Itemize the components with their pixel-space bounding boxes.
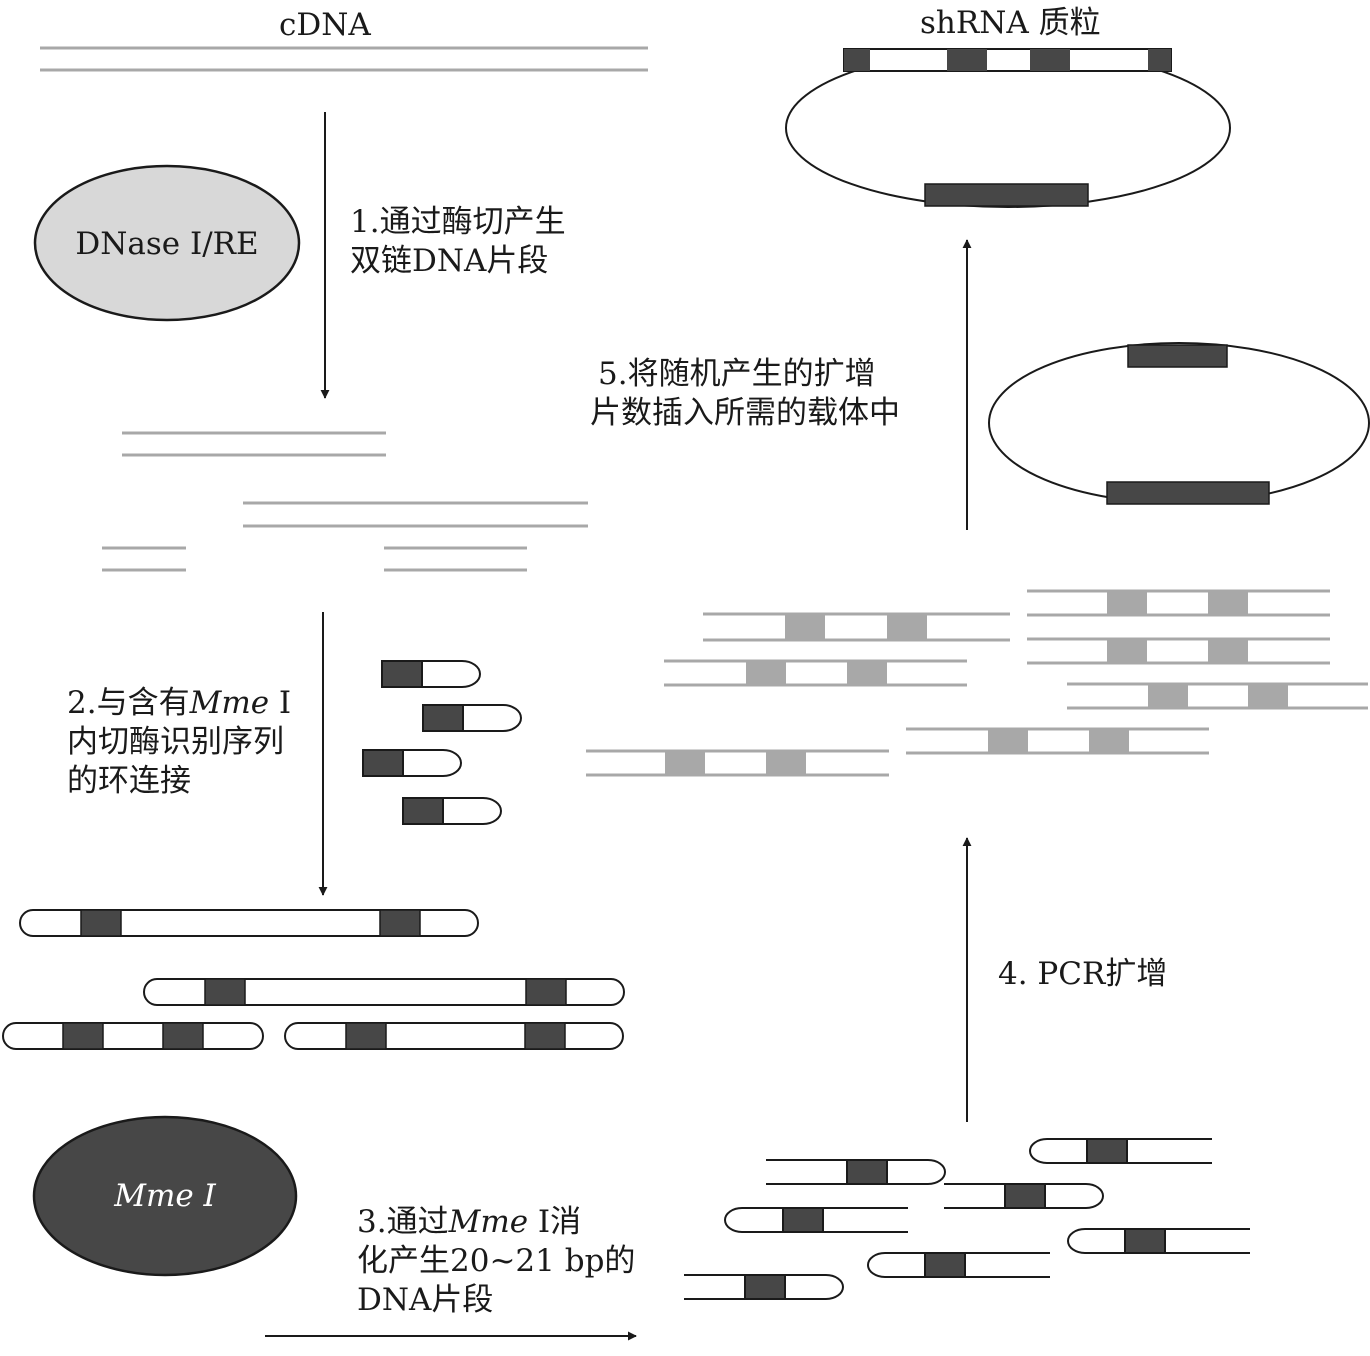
digested-fragment: [944, 1183, 1104, 1209]
pcr-product: [703, 612, 1010, 642]
step4-label: 4. PCR扩增: [998, 956, 1168, 992]
loop-adapter: [381, 660, 481, 688]
step2-line1: 2.与含有Mme Ⅰ: [67, 685, 292, 721]
ligated-construct: [19, 909, 479, 937]
loop-adapter: [402, 797, 502, 825]
dnase-label: DNase Ⅰ/RE: [75, 226, 259, 262]
pcr-product: [1067, 682, 1368, 710]
pcr-product: [1027, 589, 1330, 617]
cdna-strand: [40, 46, 648, 72]
step3-label: 3.通过Mme Ⅰ消 化产生20~21 bp的 DNA片段: [357, 1203, 635, 1320]
pcr-product: [664, 659, 967, 687]
loop-adapter: [362, 749, 462, 777]
digested-fragment: [867, 1252, 1050, 1278]
step2-line3: 的环连接: [67, 763, 191, 799]
step3-line3: DNA片段: [357, 1282, 494, 1318]
step1-line2: 双链DNA片段: [350, 243, 549, 279]
ligated-construct: [2, 1022, 264, 1050]
mme-label: Mme Ⅰ: [114, 1178, 216, 1214]
step5-line2: 片数插入所需的载体中: [590, 395, 900, 431]
plasmid-title: shRNA 质粒: [920, 5, 1101, 41]
digested-fragment: [724, 1207, 908, 1233]
step5-label: 5.将随机产生的扩增 片数插入所需的载体中: [590, 355, 900, 433]
pcr-product: [906, 727, 1209, 755]
step1-line1: 1.通过酶切产生: [350, 204, 566, 240]
loop-adapter: [422, 704, 522, 732]
step1-label: 1.通过酶切产生 双链DNA片段: [350, 203, 566, 281]
step2-label: 2.与含有Mme Ⅰ 内切酶识别序列 的环连接: [67, 684, 291, 801]
step3-line1: 3.通过Mme Ⅰ消: [357, 1204, 582, 1240]
step3-line2: 化产生20~21 bp的: [357, 1243, 636, 1279]
vector-plasmid: [988, 342, 1370, 505]
step2-line2: 内切酶识别序列: [67, 724, 284, 760]
ligated-construct: [143, 978, 625, 1006]
pcr-product: [1027, 637, 1330, 665]
ligated-construct: [284, 1022, 624, 1050]
digested-fragment: [684, 1274, 844, 1300]
step5-line1: 5.将随机产生的扩增: [598, 356, 876, 392]
dnase-ellipse: [33, 164, 301, 322]
digested-fragment: [1029, 1138, 1212, 1164]
pcr-product: [586, 749, 889, 777]
cdna-title: cDNA: [279, 7, 371, 43]
digested-fragment: [1067, 1228, 1250, 1254]
mme-ellipse: [32, 1115, 298, 1277]
digested-fragment: [766, 1159, 946, 1185]
shrna-plasmid: [785, 48, 1231, 208]
dsdna-fragments: [102, 431, 588, 572]
